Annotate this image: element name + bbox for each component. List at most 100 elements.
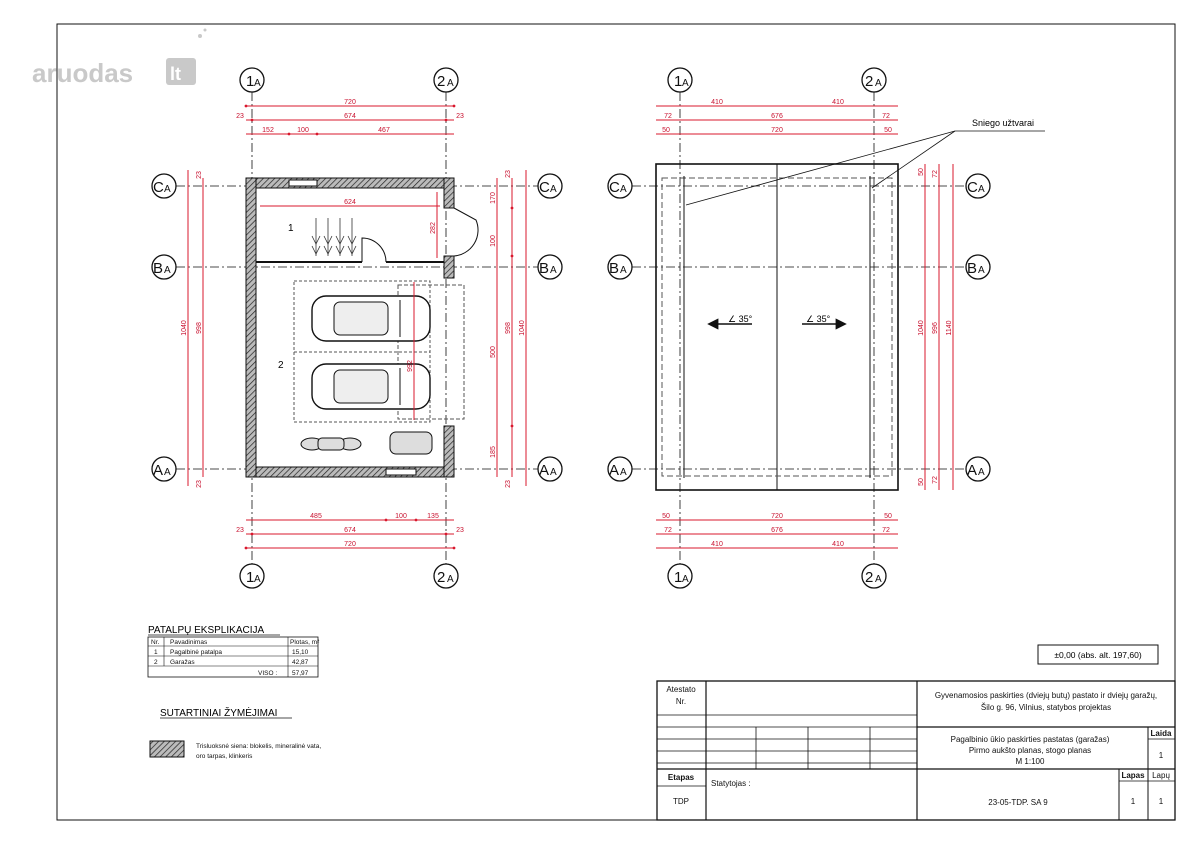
svg-text:15,10: 15,10 [292,649,309,656]
plan-dim-top-total: 720 [344,99,356,106]
tb-code: 23-05-TDP. SA 9 [988,798,1048,807]
car-icon-top [311,295,431,342]
plan-dim-right-seg4: 185 [490,446,497,458]
svg-text:A: A [967,462,977,479]
svg-text:A: A [875,574,882,585]
floor-plan: 1 2 720 2 [151,67,563,589]
tb-drawing-1: Pagalbinio ūkio paskirties pastatas (gar… [951,735,1110,744]
plan-dim-bottom-seg1: 485 [310,513,322,520]
plan-dim-bottom-inner: 674 [344,527,356,534]
svg-text:B: B [609,260,619,277]
plan-dim-garage-depth: 992 [407,360,414,372]
plan-dim-left-inner: 998 [196,322,203,334]
elevation-box [1037,644,1159,665]
svg-text:C: C [967,179,978,196]
plan-dim-left-wall-top: 23 [196,171,203,179]
svg-text:C: C [153,179,164,196]
wall-hatch-swatch [149,740,185,758]
svg-text:C: C [609,179,620,196]
table-total-label: VISO : [258,670,277,677]
title-block [656,680,1176,821]
room-schedule-title: PATALPŲ EKSPLIKACIJA [148,625,264,636]
roof-dim-top-edge-left: 50 [662,127,670,134]
svg-text:B: B [967,260,977,277]
svg-text:B: B [153,260,163,277]
tb-atestato-label: Atestato [666,685,696,694]
svg-text:A: A [978,184,985,195]
roof-dim-bottom-edge-right: 50 [884,513,892,520]
plan-dim-left-total: 1040 [181,320,188,336]
roof-dim-right-ov-top: 72 [932,170,939,178]
svg-text:42,87: 42,87 [292,659,309,666]
legend-text-1: Trisluoksnė siena: blokelis, mineralinė … [196,743,321,750]
plan-dim-top-wall-left: 23 [236,113,244,120]
tb-etapas: TDP [673,797,689,806]
svg-text:A: A [164,184,171,195]
plan-dim-room1-width: 624 [344,199,356,206]
svg-text:1: 1 [246,569,254,586]
snow-guard-callout [685,130,1045,206]
svg-text:1: 1 [246,73,254,90]
tb-lapu-label: Lapų [1152,771,1170,780]
car-icon-bottom [311,363,431,410]
roof-dim-bottom-half-right: 410 [832,541,844,548]
roof-dim-top-half-right: 410 [832,99,844,106]
svg-text:A: A [550,184,557,195]
tb-lapas-label: Lapas [1121,771,1145,780]
svg-text:A: A [539,462,549,479]
roof-dim-top-half-left: 410 [711,99,723,106]
plan-dim-top-wall-right: 23 [456,113,464,120]
svg-text:A: A [550,265,557,276]
svg-text:Garažas: Garažas [170,659,195,666]
svg-text:A: A [550,467,557,478]
svg-text:A: A [164,265,171,276]
roof-dimension-lines [656,105,954,549]
tb-address: Šilo g. 96, Vilnius, statybos projektas [981,703,1111,712]
logo-house-icon [166,58,196,85]
aruodas-logo: aruodas lt [32,28,207,88]
tb-scale: M 1:100 [1016,757,1045,766]
elevation-text: ±0,00 (abs. alt. 197,60) [1054,650,1142,660]
plan-dim-right-seg3: 500 [490,346,497,358]
slope-right-label: ∠ 35° [806,314,831,324]
tb-laida: 1 [1159,751,1164,760]
roof-dim-right-ov-bottom: 72 [932,476,939,484]
plan-dim-right-seg2: 100 [490,235,497,247]
plan-dim-right-wall-top: 23 [505,170,512,178]
legend: SUTARTINIAI ŽYMĖJIMAI Trisluoksnė siena:… [149,706,321,760]
table-total-value: 57,97 [292,670,309,677]
room-schedule: PATALPŲ EKSPLIKACIJA Nr. Pavadinimas Plo… [147,625,320,678]
slope-left-label: ∠ 35° [728,314,753,324]
logo-tld: lt [170,64,181,84]
roof-dim-top-mid: 676 [771,113,783,120]
stair-arrows [311,218,357,256]
roof-dim-bottom-edge-left: 50 [662,513,670,520]
table-row: 2 Garažas 42,87 [154,659,309,666]
plan-dim-room1-depth: 282 [430,222,437,234]
svg-text:A: A [164,467,171,478]
svg-text:A: A [682,78,689,89]
col-nr-header: Nr. [151,639,160,646]
roof-dim-right-mid: 996 [932,322,939,334]
roof-dim-bottom-mid: 676 [771,527,783,534]
svg-text:Pagalbinė patalpa: Pagalbinė patalpa [170,649,222,656]
legend-text-2: oro tarpas, klinkeris [196,753,253,760]
roof-dim-bottom-ov-left: 72 [664,527,672,534]
plan-dim-top-seg3: 467 [378,127,390,134]
svg-text:A: A [153,462,163,479]
col-area-header: Plotas, m² [290,639,320,646]
plan-dim-bottom-wall-right: 23 [456,527,464,534]
